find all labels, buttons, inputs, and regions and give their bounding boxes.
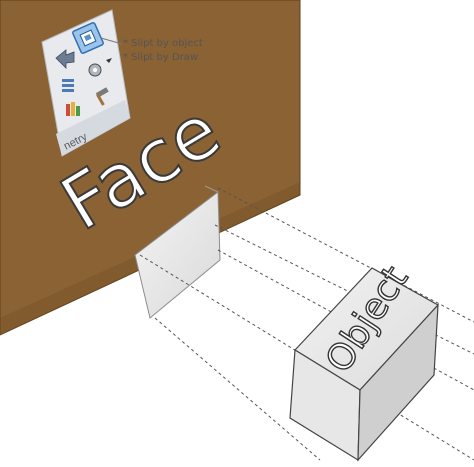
- callout-leader: [100, 37, 123, 45]
- hammer-button[interactable]: [95, 87, 109, 106]
- paint-button[interactable]: [66, 102, 80, 116]
- back-arrow-icon: [55, 49, 75, 69]
- hammer-icon: [95, 87, 109, 106]
- back-arrow-button[interactable]: [55, 49, 75, 69]
- callout-item-split-by-draw: * Slipt by Draw: [123, 52, 199, 63]
- stack-button[interactable]: [62, 79, 74, 92]
- paint-icon: [66, 102, 80, 116]
- dropdown-arrow-button[interactable]: [106, 58, 112, 63]
- gear-icon: [88, 63, 102, 77]
- toolbar-panel: netry: [41, 9, 131, 157]
- stack-icon: [62, 79, 74, 92]
- dropdown-arrow-icon: [106, 58, 112, 63]
- split-by-object-button[interactable]: [72, 22, 104, 54]
- wall-opening: [134, 191, 221, 319]
- opening-edge: [204, 185, 219, 193]
- callout-item-split-by-object: * Slipt by object: [123, 38, 203, 49]
- gear-button[interactable]: [88, 63, 102, 77]
- object-box: [289, 267, 439, 462]
- split-by-object-icon: [79, 29, 97, 47]
